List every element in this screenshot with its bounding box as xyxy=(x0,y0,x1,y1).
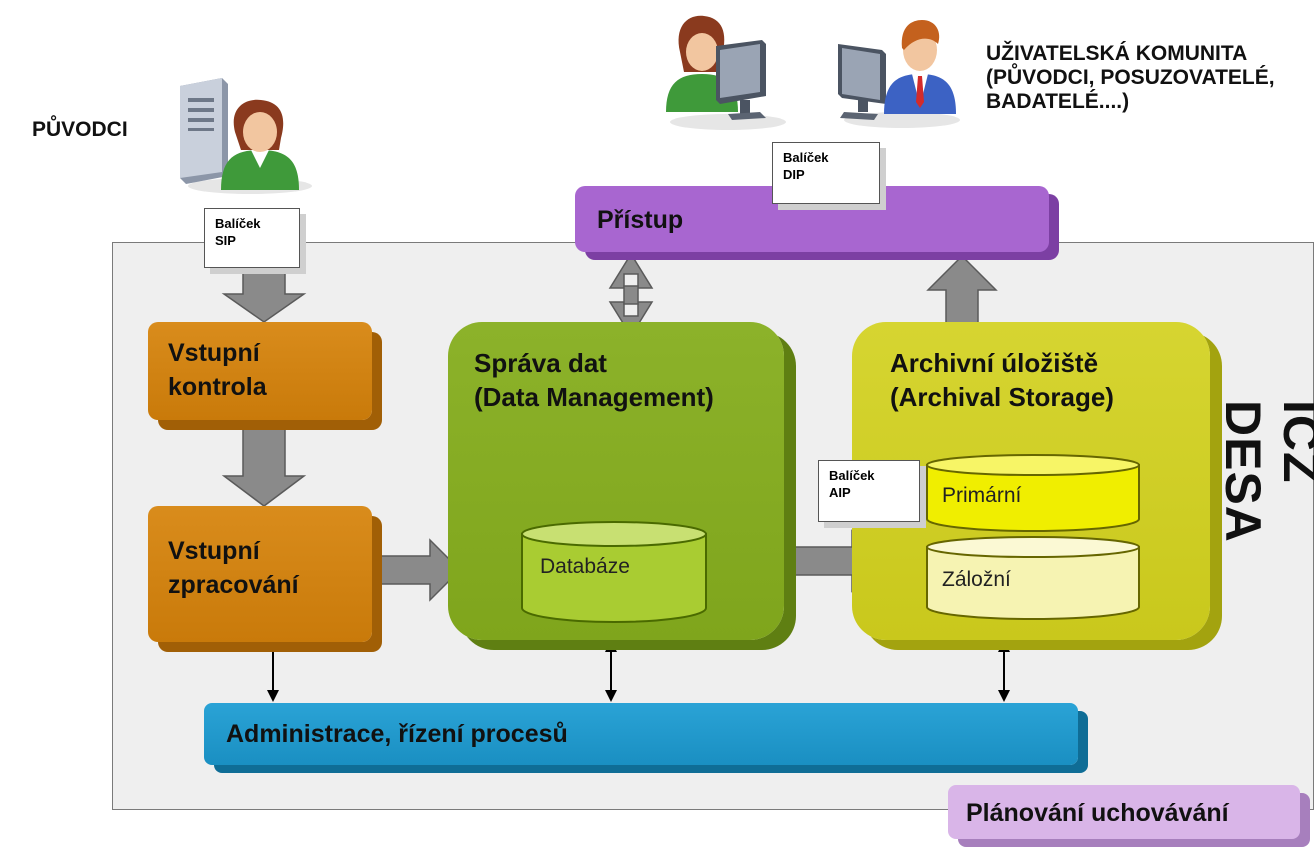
data-management-line1: Správa dat xyxy=(474,348,607,378)
aip-package-line1: Balíček xyxy=(829,468,875,483)
ingest-check-block[interactable]: Vstupní kontrola xyxy=(148,322,372,420)
data-management-line2: (Data Management) xyxy=(474,382,714,412)
ingest-check-line1: Vstupní xyxy=(168,339,260,367)
community-label-line2: (PŮVODCI, POSUZOVATELÉ, xyxy=(986,66,1275,90)
community-user-blue-icon xyxy=(838,20,960,128)
community-label: UŽIVATELSKÁ KOMUNITA (PŮVODCI, POSUZOVAT… xyxy=(986,42,1275,114)
producer-user-icon xyxy=(221,99,299,190)
preservation-planning-block[interactable]: Plánování uchovávání xyxy=(948,785,1300,839)
arrow-sip-to-ingest-check xyxy=(221,267,307,323)
sip-package-line1: Balíček xyxy=(215,216,261,231)
arrow-processing-to-data-management xyxy=(369,538,462,602)
community-label-line1: UŽIVATELSKÁ KOMUNITA xyxy=(986,42,1248,65)
dip-package: Balíček DIP xyxy=(772,142,880,204)
archival-storage-line1: Archivní úložiště xyxy=(890,348,1099,378)
system-name: ICZ DESA xyxy=(1215,400,1314,543)
database-cylinder xyxy=(521,521,707,623)
ingest-processing-line2: zpracování xyxy=(168,571,299,599)
aip-package-line2: AIP xyxy=(829,485,851,500)
administration-label: Administrace, řízení procesů xyxy=(226,720,568,748)
sip-package: Balíček SIP xyxy=(204,208,300,268)
archival-storage-line2: (Archival Storage) xyxy=(890,382,1114,412)
aip-package: Balíček AIP xyxy=(818,460,920,522)
community-user-green-icon xyxy=(666,15,786,130)
arrow-access-data-management xyxy=(608,252,654,289)
arrow-storage-to-access xyxy=(926,254,998,331)
ingest-check-line2: kontrola xyxy=(168,373,267,401)
access-label: Přístup xyxy=(597,206,684,234)
backup-storage-label: Záložní xyxy=(942,568,1011,591)
preservation-planning-label: Plánování uchovávání xyxy=(966,799,1229,827)
primary-storage-cylinder xyxy=(926,454,1140,532)
arrow-check-to-processing xyxy=(221,421,307,507)
dip-package-line2: DIP xyxy=(783,167,805,182)
community-label-line3: BADATELÉ....) xyxy=(986,90,1130,114)
backup-storage-cylinder xyxy=(926,536,1140,620)
arrow-data-management-access xyxy=(608,301,654,338)
sip-package-line2: SIP xyxy=(215,233,236,248)
administration-block[interactable]: Administrace, řízení procesů xyxy=(204,703,1078,765)
ingest-processing-line1: Vstupní xyxy=(168,537,260,565)
database-label: Databáze xyxy=(540,555,630,578)
ingest-processing-block[interactable]: Vstupní zpracování xyxy=(148,506,372,642)
producers-label: PŮVODCI xyxy=(32,118,128,141)
primary-storage-label: Primární xyxy=(942,484,1022,507)
dip-package-line1: Balíček xyxy=(783,150,829,165)
